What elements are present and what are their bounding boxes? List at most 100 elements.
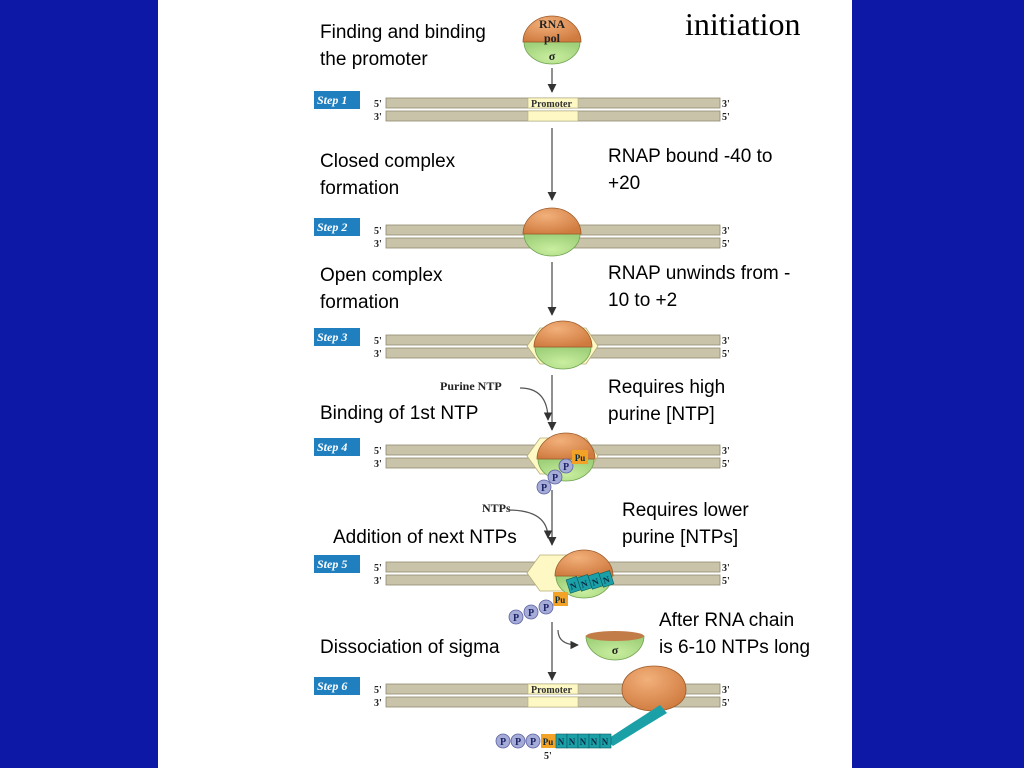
phosphate-step5-3 bbox=[538, 599, 554, 615]
note-box-after-chain bbox=[654, 600, 852, 664]
phosphate-label: P bbox=[563, 462, 569, 473]
label-dissociation-sigma: Dissociation of sigma bbox=[320, 637, 500, 658]
step3-holoenzyme-sigma-factor bbox=[534, 346, 592, 370]
ntp-label-step5: N bbox=[580, 578, 590, 590]
strand-top-5prime: 5' bbox=[374, 336, 382, 347]
strand-bottom-3prime: 3' bbox=[374, 112, 382, 123]
promoter-region-bottom-6 bbox=[527, 696, 579, 708]
strand-top-5prime: 5' bbox=[374, 563, 382, 574]
ntp-label-step6: N bbox=[591, 737, 598, 747]
label-binding-first-ntp: Binding of 1st NTP bbox=[320, 403, 479, 424]
step-tag-1 bbox=[314, 91, 360, 109]
strand-bottom-3prime: 3' bbox=[374, 459, 382, 470]
ntps-arrow bbox=[507, 509, 553, 539]
phosphate-step4-3 bbox=[558, 458, 574, 474]
strand-bottom-5prime: 5' bbox=[722, 349, 730, 360]
ntp-label-step5: N bbox=[602, 574, 612, 586]
strand-top-3prime: 3' bbox=[722, 226, 730, 237]
ntp-label-step5: N bbox=[591, 576, 601, 588]
purine-base-step4 bbox=[572, 450, 588, 464]
strand-top-5prime: 5' bbox=[374, 99, 382, 110]
step-tag-5 bbox=[314, 555, 360, 573]
rna-5prime-label: 5' bbox=[544, 751, 552, 762]
step-tag-6 bbox=[314, 677, 360, 695]
step-label-3: Step 3 bbox=[317, 330, 347, 344]
phosphate-label: P bbox=[515, 737, 521, 748]
note-lower-purine: Requires lower purine [NTPs] bbox=[622, 500, 749, 548]
step-tag-3 bbox=[314, 328, 360, 346]
step-label-1: Step 1 bbox=[317, 93, 347, 107]
rna-pol-label-line2: pol bbox=[544, 31, 561, 45]
strand-bottom-3prime: 3' bbox=[374, 698, 382, 709]
step-label-2: Step 2 bbox=[317, 220, 347, 234]
phosphate-step4-2 bbox=[547, 469, 563, 485]
label-addition-next-ntps: Addition of next NTPs bbox=[333, 527, 517, 548]
sigma-label-released: σ bbox=[612, 643, 619, 657]
promoter-region-6 bbox=[527, 683, 579, 695]
transcription-initiation-diagram: Step 1 5' 3' 3' 5' Promoter Step 2 5' 3' 3' 5' Step… bbox=[314, 15, 730, 762]
slide-title: initiation bbox=[685, 6, 801, 42]
phosphate-label: P bbox=[528, 608, 534, 619]
purine-base-step5 bbox=[553, 592, 568, 606]
step6-core-polymerase bbox=[621, 665, 687, 712]
label-finding-binding: Finding and binding the promoter bbox=[320, 22, 486, 70]
ntp-label-step6: N bbox=[558, 737, 565, 747]
phosphate-step6-1 bbox=[495, 733, 511, 749]
ntp-box-step6-5 bbox=[599, 733, 612, 749]
ntp-label-step5: N bbox=[569, 580, 579, 592]
phosphate-step5-2 bbox=[523, 604, 539, 620]
step-label-5: Step 5 bbox=[317, 557, 347, 571]
phosphate-step4-1 bbox=[536, 479, 552, 495]
slide-panel: Step 1 5' 3' 3' 5' Promoter Step 2 5' 3' 3' 5' Step… bbox=[158, 0, 852, 768]
promoter-label-6: Promoter bbox=[531, 685, 572, 696]
purine-ntp-arrow bbox=[519, 387, 553, 421]
label-closed-complex: Closed complex formation bbox=[320, 151, 456, 199]
strand-bottom-3prime: 3' bbox=[374, 239, 382, 250]
step5-holoenzyme-rna-polymerase bbox=[554, 549, 614, 577]
phosphate-label: P bbox=[530, 737, 536, 748]
phosphate-step6-2 bbox=[510, 733, 526, 749]
step-label-4: Step 4 bbox=[317, 440, 347, 454]
ntp-box-step5-4 bbox=[598, 570, 615, 588]
note-rnap-unwinds: RNAP unwinds from - 10 to +2 bbox=[608, 263, 791, 311]
free-holoenzyme-rna-polymerase bbox=[522, 15, 582, 43]
purine-label-step4: Pu bbox=[575, 453, 586, 463]
step2-holoenzyme-sigma-factor bbox=[523, 233, 581, 257]
strand-bottom-5prime: 5' bbox=[722, 239, 730, 250]
purine-label-step6: Pu bbox=[543, 737, 554, 747]
strand-bottom-5prime: 5' bbox=[722, 698, 730, 709]
phosphate-label: P bbox=[543, 603, 549, 614]
strand-top-3prime: 3' bbox=[722, 99, 730, 110]
strand-top-3prime: 3' bbox=[722, 685, 730, 696]
released-sigma-top bbox=[586, 631, 644, 641]
rna-pol-label-line1: RNA bbox=[539, 17, 565, 31]
strand-top-5prime: 5' bbox=[374, 685, 382, 696]
step-tag-2 bbox=[314, 218, 360, 236]
phosphate-step6-3 bbox=[525, 733, 541, 749]
ntp-label-step6: N bbox=[580, 737, 587, 747]
strand-top-5prime: 5' bbox=[374, 446, 382, 457]
strand-top-3prime: 3' bbox=[722, 446, 730, 457]
note-after-chain: After RNA chain is 6-10 NTPs long bbox=[659, 610, 811, 658]
note-rnap-bound: RNAP bound -40 to +20 bbox=[608, 146, 773, 194]
phosphate-label: P bbox=[500, 737, 506, 748]
sigma-release-arrow bbox=[557, 629, 579, 650]
strand-top-3prime: 3' bbox=[722, 336, 730, 347]
step-tag-4 bbox=[314, 438, 360, 456]
purine-label-step5: Pu bbox=[555, 595, 566, 605]
step3-holoenzyme-rna-polymerase bbox=[533, 320, 593, 348]
strand-bottom-5prime: 5' bbox=[722, 459, 730, 470]
strand-bottom-3prime: 3' bbox=[374, 349, 382, 360]
step-label-6: Step 6 bbox=[317, 679, 347, 693]
step2-holoenzyme-rna-polymerase bbox=[522, 207, 582, 235]
released-sigma-factor bbox=[585, 635, 645, 661]
rna-transcript-tail bbox=[606, 705, 667, 746]
sigma-label-top: σ bbox=[549, 49, 556, 63]
purine-base-step6 bbox=[541, 734, 556, 748]
strand-bottom-3prime: 3' bbox=[374, 576, 382, 587]
phosphate-step5-1 bbox=[508, 609, 524, 625]
strand-top-5prime: 5' bbox=[374, 226, 382, 237]
label-open-complex: Open complex formation bbox=[320, 265, 443, 313]
note-high-purine: Requires high purine [NTP] bbox=[608, 377, 726, 425]
promoter-region-1 bbox=[527, 97, 579, 109]
